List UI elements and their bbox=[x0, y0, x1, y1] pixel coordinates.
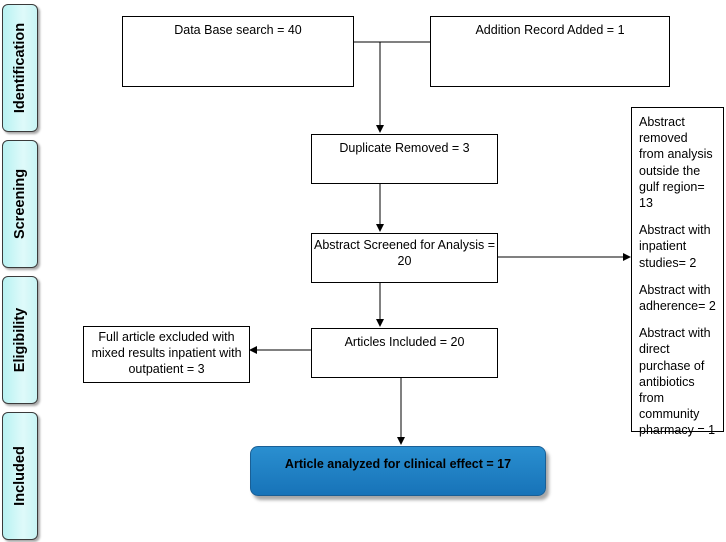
phase-eligibility: Eligibility bbox=[2, 276, 38, 404]
exclusion-item-direct-purchase: Abstract with direct purchase of antibio… bbox=[639, 326, 716, 438]
exclusion-item-inpatient: Abstract with inpatient studies= 2 bbox=[639, 223, 711, 270]
phase-identification: Identification bbox=[2, 4, 38, 132]
full-article-excluded-box: Full article excluded with mixed results… bbox=[83, 326, 250, 383]
phase-screening: Screening bbox=[2, 140, 38, 268]
phase-included: Included bbox=[2, 412, 38, 540]
additional-records-box: Addition Record Added = 1 bbox=[430, 16, 670, 87]
database-search-box: Data Base search = 40 bbox=[122, 16, 354, 87]
exclusion-item-region: Abstract removed from analysis outside t… bbox=[639, 115, 713, 211]
duplicates-removed-box: Duplicate Removed = 3 bbox=[311, 134, 498, 184]
abstract-screened-box: Abstract Screened for Analysis = 20 bbox=[311, 233, 498, 283]
articles-included-box: Articles Included = 20 bbox=[311, 328, 498, 378]
final-analyzed-box: Article analyzed for clinical effect = 1… bbox=[250, 446, 546, 496]
exclusion-item-adherence: Abstract with adherence= 2 bbox=[639, 282, 716, 314]
abstract-exclusions-box: Abstract removed from analysis outside t… bbox=[631, 107, 724, 437]
